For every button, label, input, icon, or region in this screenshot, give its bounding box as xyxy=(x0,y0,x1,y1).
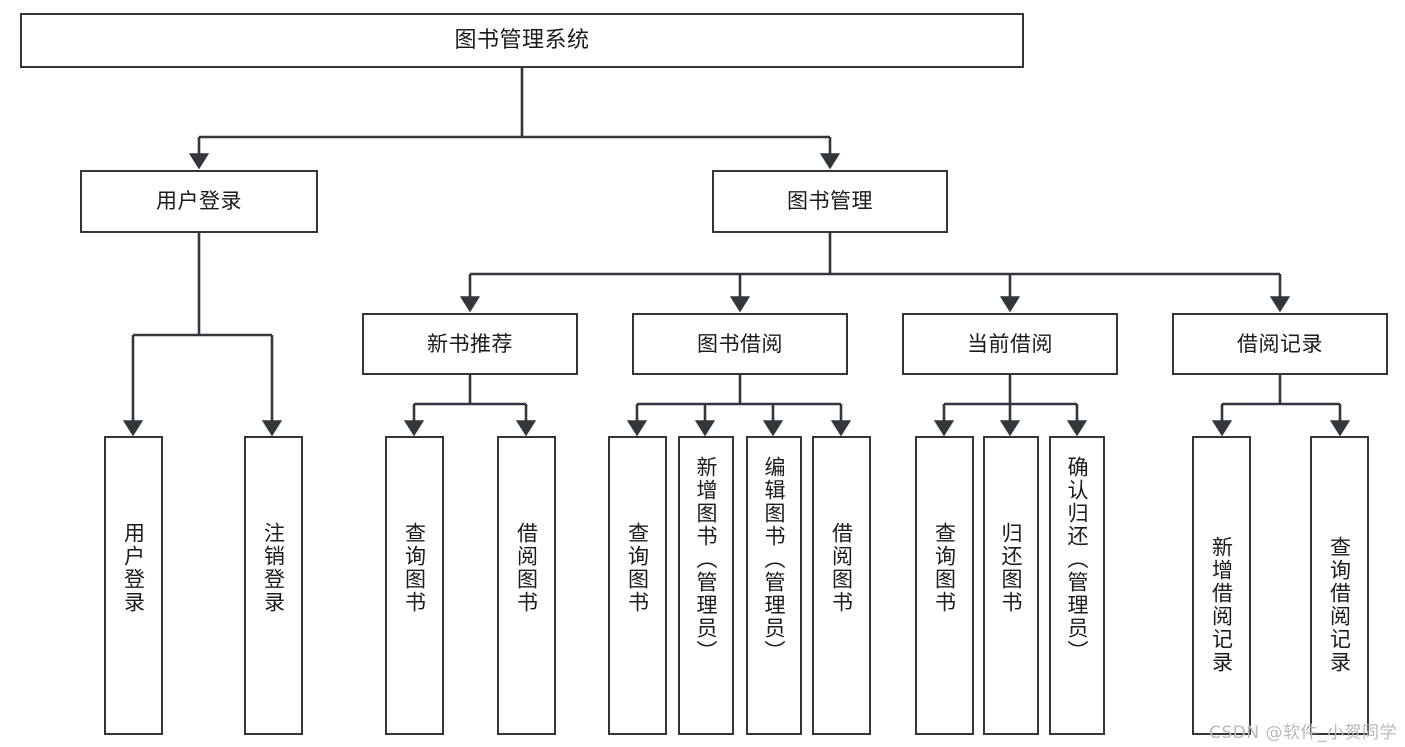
node-current-borrow[interactable]: 当前借阅 xyxy=(902,313,1118,375)
node-leaf-book-borrow-query-label: 查询图书 xyxy=(625,522,650,614)
node-leaf-current-borrow-confirm-label: 确认归还（管理员） xyxy=(1065,456,1090,663)
node-leaf-user-login-login-label: 用户登录 xyxy=(121,522,146,614)
node-leaf-book-borrow-add[interactable]: 新增图书（管理员） xyxy=(678,436,734,735)
node-leaf-new-book-query-label: 查询图书 xyxy=(402,522,427,614)
node-current-borrow-label: 当前借阅 xyxy=(967,331,1053,356)
csdn-watermark: CSDN @软件_小贺同学 xyxy=(1209,723,1397,743)
node-leaf-user-login-logout[interactable]: 注销登录 xyxy=(244,436,303,735)
node-book-borrow-label: 图书借阅 xyxy=(697,331,783,356)
node-root-system[interactable]: 图书管理系统 xyxy=(20,13,1024,68)
node-leaf-book-borrow-edit[interactable]: 编辑图书（管理员） xyxy=(746,436,802,735)
node-leaf-book-borrow-edit-label: 编辑图书（管理员） xyxy=(762,456,787,663)
node-leaf-user-login-login[interactable]: 用户登录 xyxy=(104,436,163,735)
node-book-borrow[interactable]: 图书借阅 xyxy=(632,313,848,375)
node-leaf-current-borrow-query[interactable]: 查询图书 xyxy=(915,436,974,735)
node-borrow-record[interactable]: 借阅记录 xyxy=(1172,313,1388,375)
node-book-management[interactable]: 图书管理 xyxy=(712,170,948,233)
node-book-management-label: 图书管理 xyxy=(787,189,873,214)
node-leaf-user-login-logout-label: 注销登录 xyxy=(261,522,286,614)
node-leaf-book-borrow-add-label: 新增图书（管理员） xyxy=(694,456,719,663)
node-leaf-current-borrow-return[interactable]: 归还图书 xyxy=(983,436,1039,735)
node-leaf-book-borrow-query[interactable]: 查询图书 xyxy=(608,436,667,735)
node-leaf-book-borrow-borrow[interactable]: 借阅图书 xyxy=(812,436,871,735)
node-leaf-current-borrow-return-label: 归还图书 xyxy=(999,522,1024,614)
node-leaf-new-book-borrow-label: 借阅图书 xyxy=(514,522,539,614)
node-new-book-recommend-label: 新书推荐 xyxy=(427,331,513,356)
node-new-book-recommend[interactable]: 新书推荐 xyxy=(362,313,578,375)
node-leaf-current-borrow-query-label: 查询图书 xyxy=(932,522,957,614)
node-leaf-borrow-record-query-label: 查询借阅记录 xyxy=(1327,536,1352,674)
node-leaf-borrow-record-add[interactable]: 新增借阅记录 xyxy=(1192,436,1251,735)
node-leaf-borrow-record-add-label: 新增借阅记录 xyxy=(1209,536,1234,674)
node-leaf-borrow-record-query[interactable]: 查询借阅记录 xyxy=(1310,436,1369,735)
node-borrow-record-label: 借阅记录 xyxy=(1237,331,1323,356)
node-root-system-label: 图书管理系统 xyxy=(454,27,590,53)
node-leaf-current-borrow-confirm[interactable]: 确认归还（管理员） xyxy=(1049,436,1105,735)
node-user-login-label: 用户登录 xyxy=(156,189,242,214)
node-leaf-new-book-query[interactable]: 查询图书 xyxy=(385,436,444,735)
node-leaf-new-book-borrow[interactable]: 借阅图书 xyxy=(497,436,556,735)
node-leaf-book-borrow-borrow-label: 借阅图书 xyxy=(829,522,854,614)
node-user-login[interactable]: 用户登录 xyxy=(80,170,318,233)
